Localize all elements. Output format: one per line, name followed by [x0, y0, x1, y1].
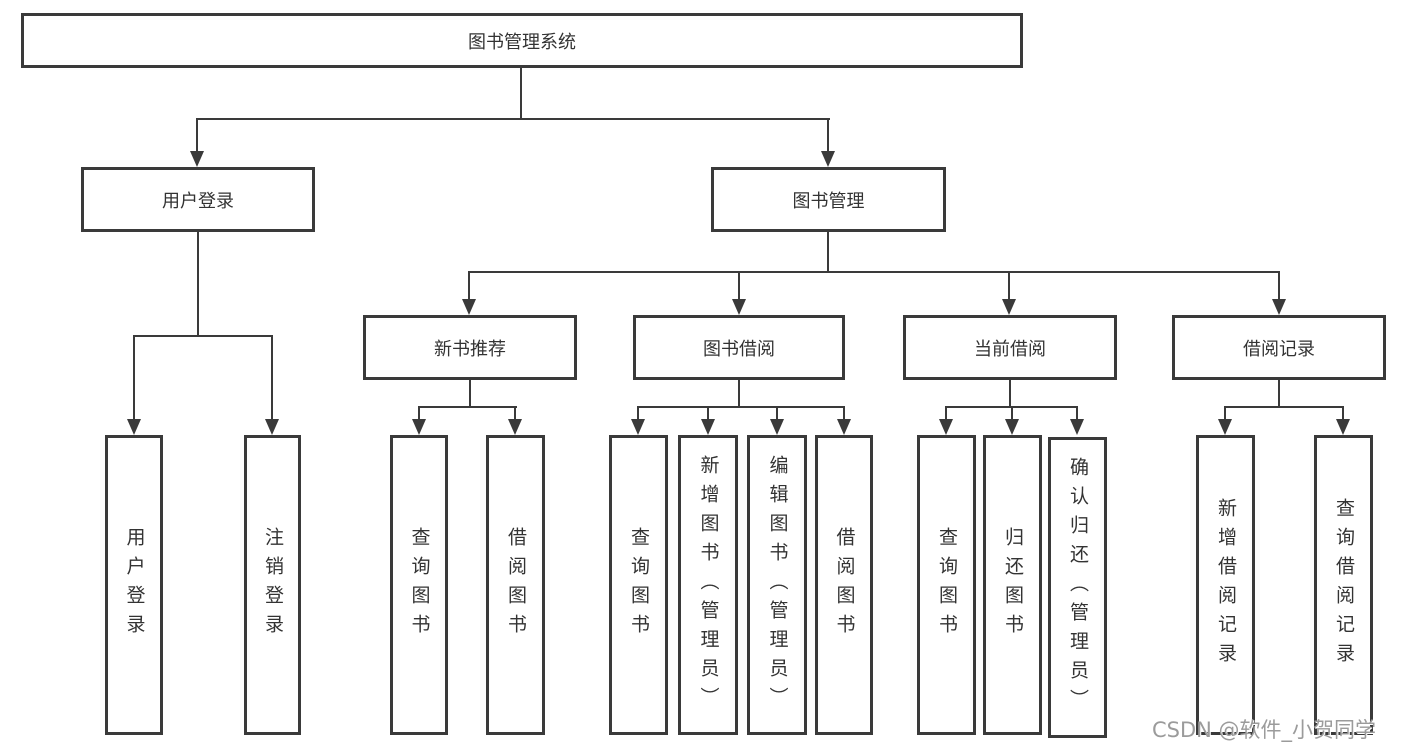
connector-bookborrow-horizontal	[637, 406, 845, 408]
connector-drop-leaf	[1011, 406, 1013, 421]
connector-drop-leaf	[707, 406, 709, 421]
connector-root-stub	[520, 68, 522, 119]
connector-drop-borrow-records	[1278, 271, 1280, 301]
leaf-confirm-return-admin: 确认归还（管理员）	[1048, 437, 1107, 738]
connector-drop-new-book	[468, 271, 470, 301]
connector-root-horizontal	[197, 118, 830, 120]
node-label: 新书推荐	[434, 338, 506, 360]
connector-drop-login-leaf	[133, 335, 135, 421]
leaf-logout: 注销登录	[244, 435, 301, 735]
connector-drop-leaf	[1076, 406, 1078, 421]
arrowhead-book-borrow	[732, 299, 746, 315]
connector-bookmgmt-horizontal	[468, 271, 1280, 273]
leaf-query-books: 查询图书	[917, 435, 976, 735]
csdn-watermark: CSDN @软件_小贺同学	[1152, 718, 1377, 742]
connector-records-horizontal	[1224, 406, 1344, 408]
arrowhead-leaf	[412, 419, 426, 435]
connector-drop-leaf	[418, 406, 420, 421]
connector-records-stub	[1278, 380, 1280, 407]
arrowhead-book-management	[821, 151, 835, 167]
connector-drop-leaf	[843, 406, 845, 421]
leaf-label: 用户登录	[123, 527, 146, 643]
leaf-query-books: 查询图书	[390, 435, 448, 735]
leaf-label: 借阅图书	[833, 527, 856, 643]
arrowhead-leaf	[508, 419, 522, 435]
leaf-query-borrow-record: 查询借阅记录	[1314, 435, 1373, 735]
leaf-add-books-admin: 新增图书（管理员）	[678, 435, 738, 735]
node-book-management: 图书管理	[711, 167, 946, 232]
connector-drop-logout-leaf	[271, 335, 273, 421]
node-label: 图书管理系统	[468, 31, 576, 53]
arrowhead-login-leaf	[127, 419, 141, 435]
connector-bookborrow-stub	[738, 380, 740, 407]
leaf-label: 查询图书	[936, 527, 958, 643]
connector-newbook-stub	[469, 380, 471, 407]
connector-drop-book-borrow	[738, 271, 740, 301]
leaf-label: 新增借阅记录	[1215, 498, 1237, 672]
connector-userlogin-horizontal	[133, 335, 273, 337]
connector-currentborrow-stub	[1009, 380, 1011, 407]
node-book-borrowing: 图书借阅	[633, 315, 845, 380]
arrowhead-new-book	[462, 299, 476, 315]
leaf-borrow-books: 借阅图书	[486, 435, 545, 735]
node-label: 当前借阅	[974, 338, 1046, 360]
leaf-label: 查询借阅记录	[1333, 498, 1355, 672]
node-label: 用户登录	[162, 190, 234, 212]
connector-userlogin-stub	[197, 232, 199, 336]
arrowhead-leaf	[837, 419, 851, 435]
connector-drop-leaf	[1342, 406, 1344, 421]
arrowhead-current-borrow	[1002, 299, 1016, 315]
arrowhead-logout-leaf	[265, 419, 279, 435]
arrowhead-leaf	[1005, 419, 1019, 435]
arrowhead-leaf	[770, 419, 784, 435]
node-current-borrowing: 当前借阅	[903, 315, 1117, 380]
arrowhead-leaf	[631, 419, 645, 435]
connector-drop-leaf	[776, 406, 778, 421]
leaf-borrow-books: 借阅图书	[815, 435, 873, 735]
node-user-login: 用户登录	[81, 167, 315, 232]
leaf-label: 查询图书	[408, 527, 431, 643]
arrowhead-leaf	[1218, 419, 1232, 435]
arrowhead-borrow-records	[1272, 299, 1286, 315]
leaf-edit-books-admin: 编辑图书（管理员）	[747, 435, 807, 735]
arrowhead-user-login	[190, 151, 204, 167]
connector-drop-leaf	[514, 406, 516, 421]
connector-drop-current-borrow	[1008, 271, 1010, 301]
connector-drop-leaf	[1224, 406, 1226, 421]
connector-drop-leaf	[945, 406, 947, 421]
node-label: 图书管理	[792, 190, 865, 212]
arrowhead-leaf	[1336, 419, 1350, 435]
node-new-book-recommend: 新书推荐	[363, 315, 577, 380]
leaf-label: 借阅图书	[505, 527, 527, 643]
node-label: 借阅记录	[1243, 338, 1315, 360]
connector-bookmgmt-stub	[827, 232, 829, 273]
arrowhead-leaf	[939, 419, 953, 435]
leaf-label: 注销登录	[262, 527, 284, 643]
node-library-management-system: 图书管理系统	[21, 13, 1023, 68]
leaf-label: 编辑图书（管理员）	[766, 454, 789, 716]
leaf-query-books: 查询图书	[609, 435, 668, 735]
node-label: 图书借阅	[703, 338, 775, 360]
connector-drop-leaf	[637, 406, 639, 421]
connector-newbook-horizontal	[418, 406, 517, 408]
connector-drop-book-management	[827, 118, 829, 153]
leaf-label: 查询图书	[628, 527, 650, 643]
leaf-add-borrow-record: 新增借阅记录	[1196, 435, 1255, 735]
connector-drop-user-login	[196, 118, 198, 153]
leaf-user-login: 用户登录	[105, 435, 163, 735]
arrowhead-leaf	[1070, 419, 1084, 435]
leaf-label: 确认归还（管理员）	[1067, 457, 1089, 718]
leaf-return-books: 归还图书	[983, 435, 1042, 735]
leaf-label: 归还图书	[1002, 527, 1024, 643]
arrowhead-leaf	[701, 419, 715, 435]
leaf-label: 新增图书（管理员）	[697, 454, 720, 716]
node-borrowing-records: 借阅记录	[1172, 315, 1386, 380]
